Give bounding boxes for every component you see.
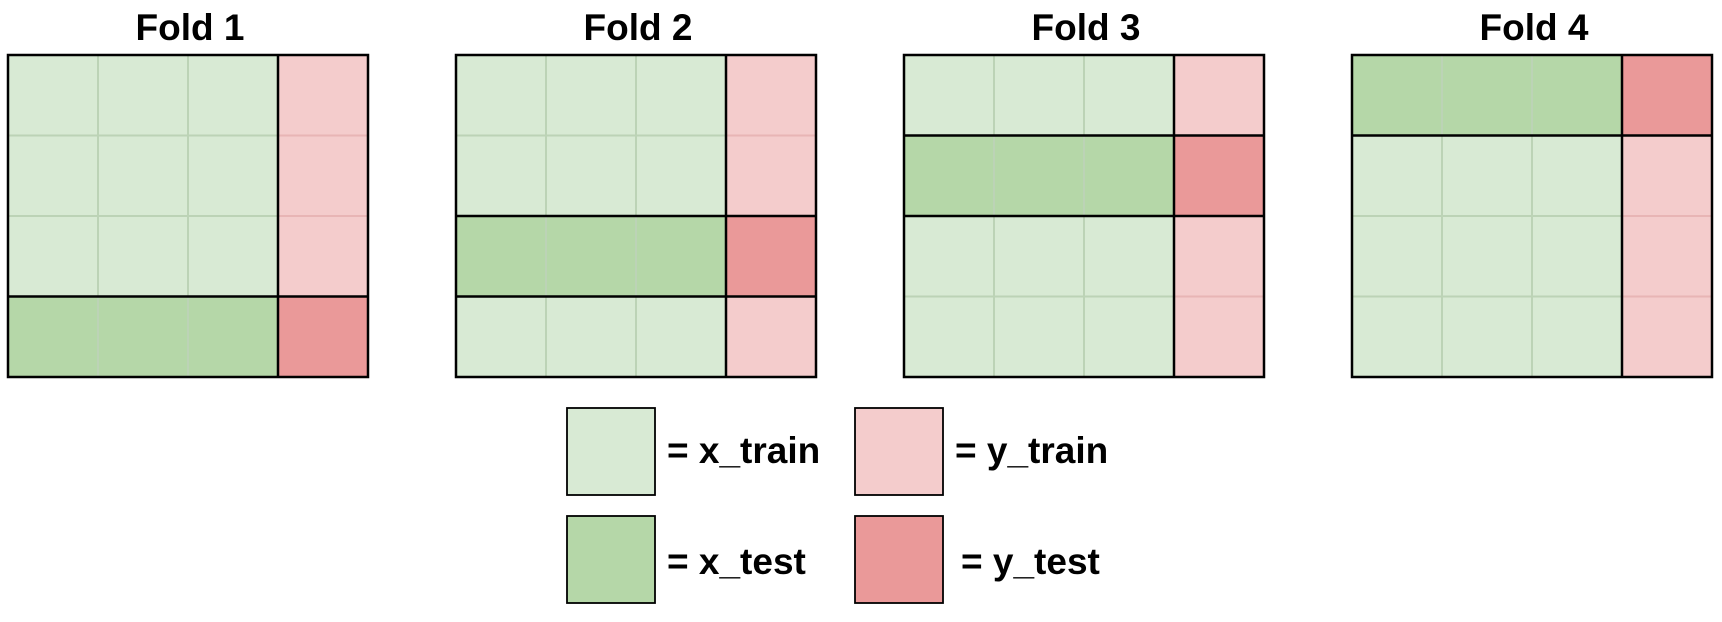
x-train-block: [1352, 216, 1622, 297]
legend-label-x-train: = x_train: [667, 430, 820, 471]
legend-label-x-test: = x_test: [667, 541, 806, 582]
fold-3-grid: [902, 53, 1266, 379]
x-train-block: [904, 216, 1174, 297]
legend-label-y-test: = y_test: [961, 541, 1100, 582]
y-train-block: [726, 135, 816, 216]
y-train-block: [726, 55, 816, 136]
legend-swatches: [566, 407, 944, 604]
y-train-block: [726, 296, 816, 377]
y-test-block: [1174, 135, 1264, 216]
y-train-block: [1622, 216, 1712, 297]
fold-2-grid: [454, 53, 818, 379]
y-train-block: [1174, 55, 1264, 136]
x-train-block: [456, 55, 726, 136]
x-train-block: [8, 216, 278, 297]
x-train-block: [456, 135, 726, 216]
y-train-block: [1622, 135, 1712, 216]
fold-4-grid: [1350, 53, 1714, 379]
x-train-block: [456, 296, 726, 377]
fold-3-title: Fold 3: [1032, 7, 1141, 48]
x-test-block: [8, 296, 278, 377]
y-train-block: [278, 135, 368, 216]
legend-swatch-y-test: [854, 515, 944, 604]
fold-1-title: Fold 1: [136, 7, 245, 48]
fold-4-title: Fold 4: [1480, 7, 1589, 48]
x-train-block: [904, 55, 1174, 136]
x-test-block: [1352, 55, 1622, 136]
x-test-block: [456, 216, 726, 297]
x-train-block: [8, 135, 278, 216]
x-test-block: [904, 135, 1174, 216]
y-train-block: [278, 216, 368, 297]
fold-border: [1350, 53, 1714, 379]
y-test-block: [726, 216, 816, 297]
x-train-block: [8, 55, 278, 136]
fold-grids: [6, 53, 1714, 379]
y-test-block: [278, 296, 368, 377]
y-test-block: [1622, 55, 1712, 136]
fold-2-title: Fold 2: [584, 7, 693, 48]
fold-border: [6, 53, 370, 379]
y-train-block: [1174, 216, 1264, 297]
x-train-block: [1352, 296, 1622, 377]
fold-border: [902, 53, 1266, 379]
x-train-block: [1352, 135, 1622, 216]
legend-swatch-x-train: [566, 407, 656, 496]
y-train-block: [1622, 296, 1712, 377]
y-train-block: [1174, 296, 1264, 377]
y-train-block: [278, 55, 368, 136]
legend-swatch-y-train: [854, 407, 944, 496]
x-train-block: [904, 296, 1174, 377]
fold-border: [454, 53, 818, 379]
legend-swatch-x-test: [566, 515, 656, 604]
fold-1-grid: [6, 53, 370, 379]
legend-label-y-train: = y_train: [955, 430, 1108, 471]
